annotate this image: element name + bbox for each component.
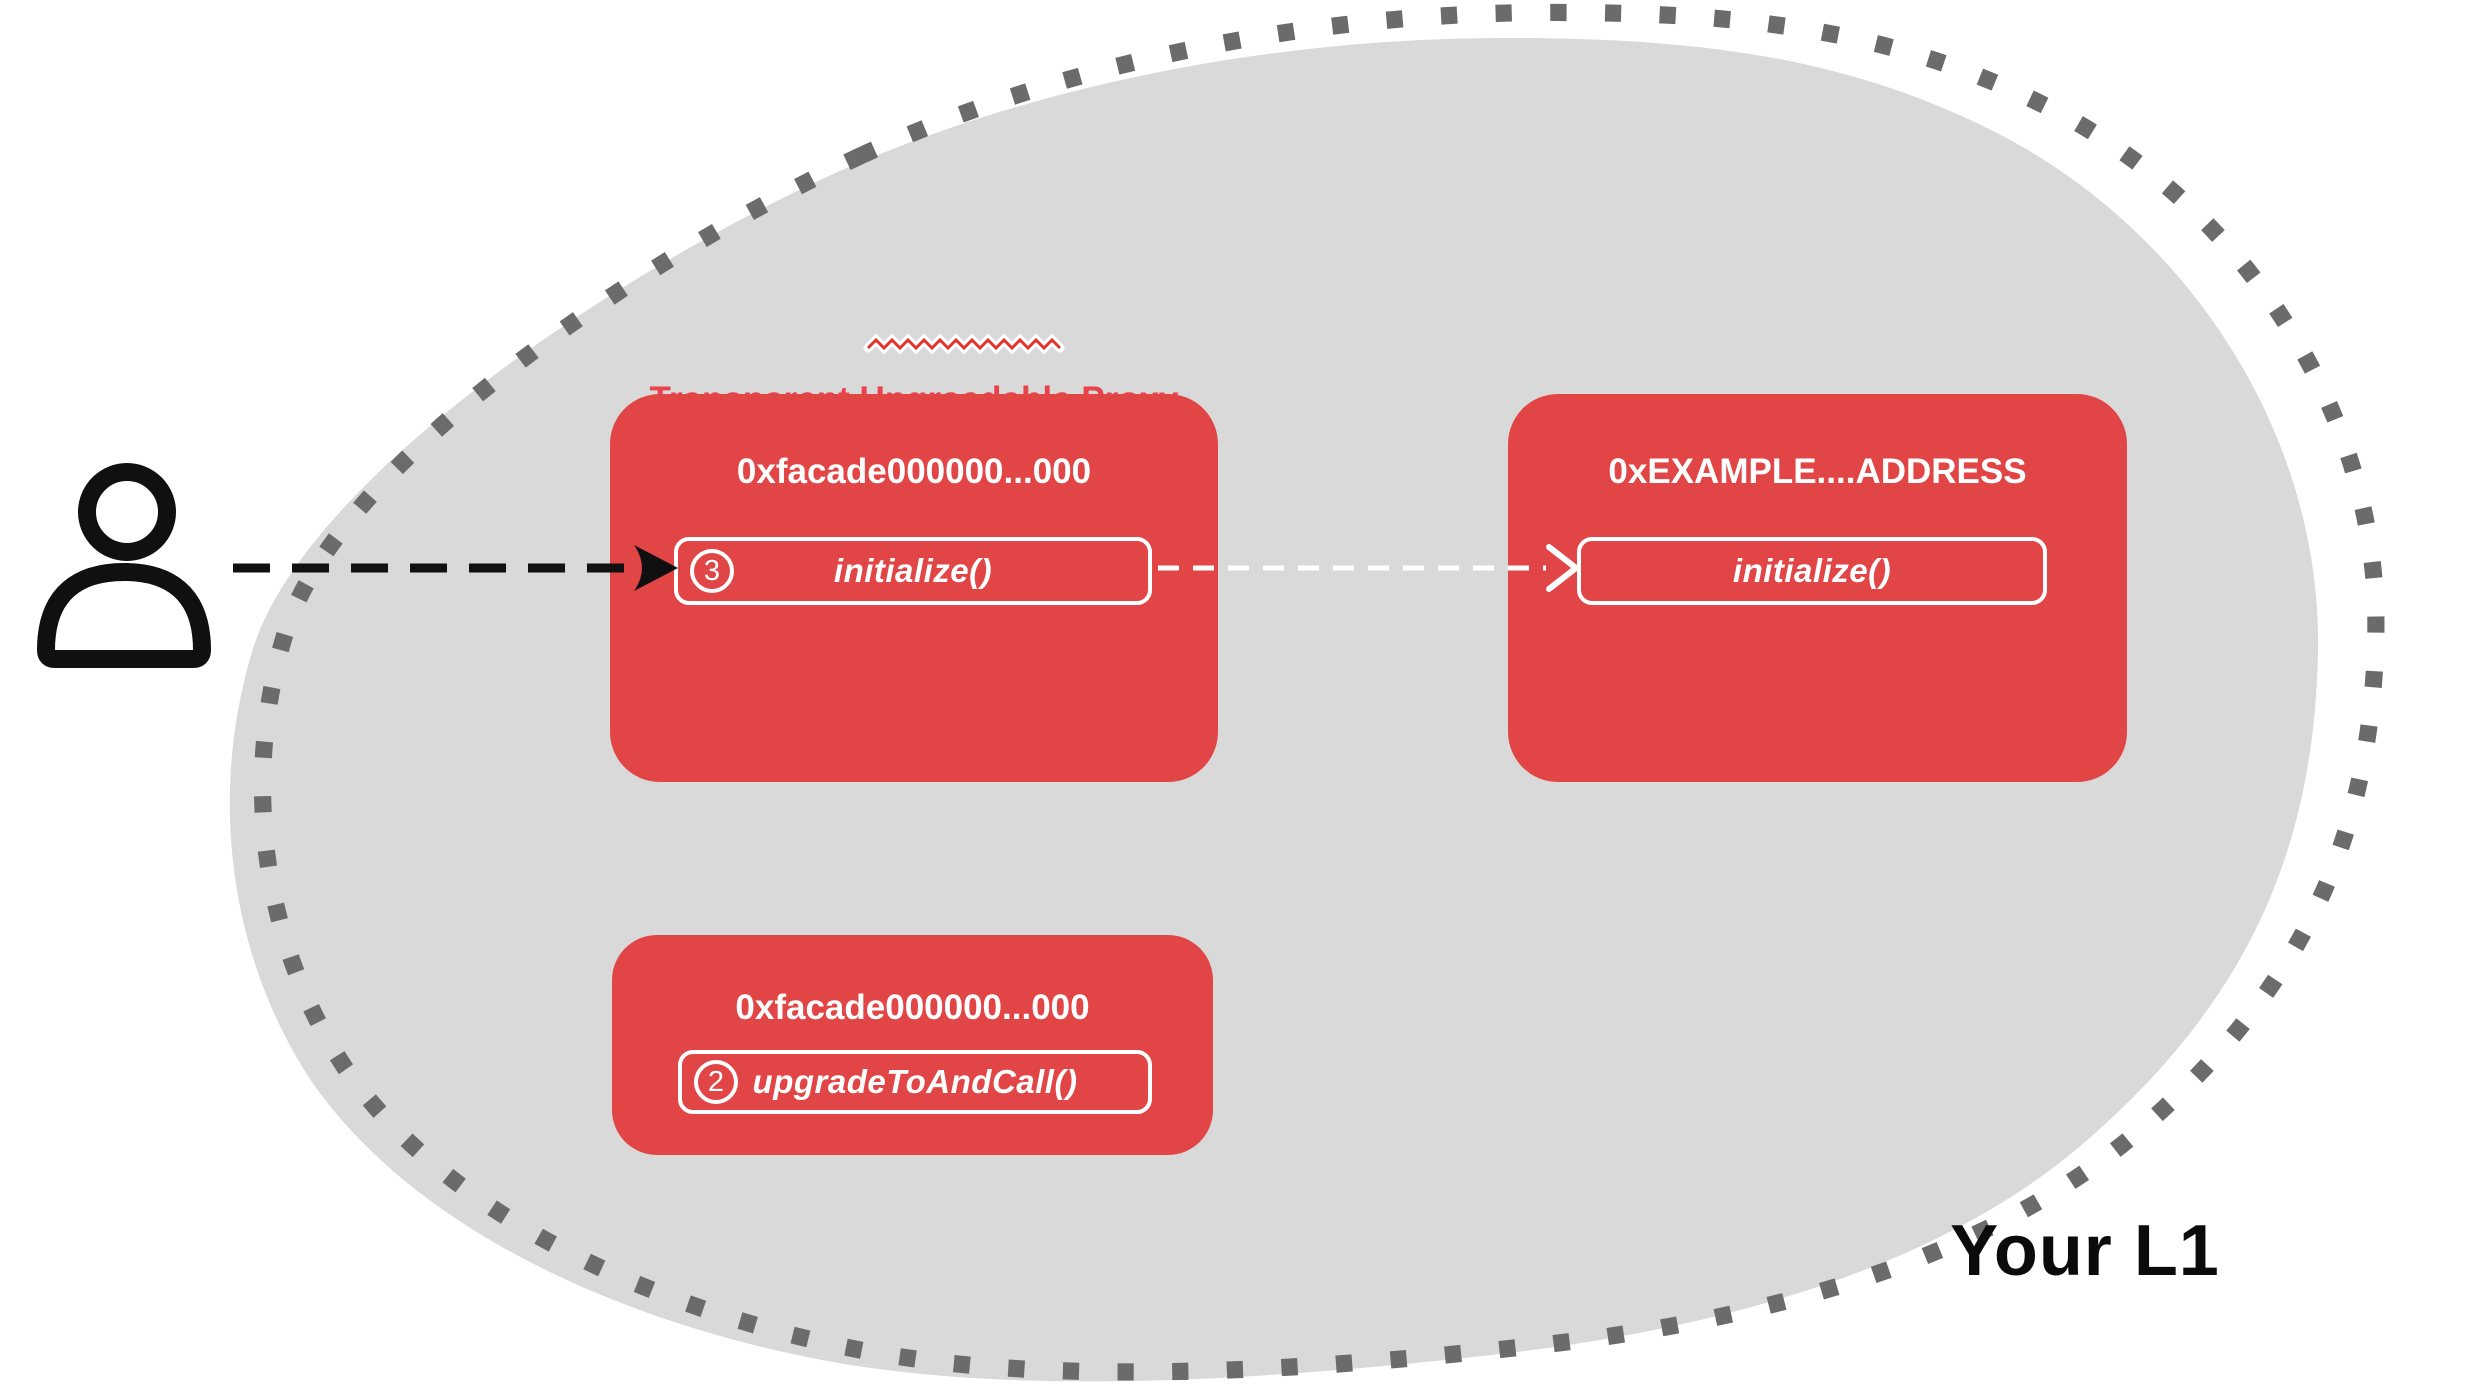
step-2-badge: 2 (694, 1060, 738, 1104)
transparent-proxy-address: 0xfacade000000...000 (736, 452, 1092, 491)
validator-initialize-label: initialize() (1732, 552, 1892, 589)
step-3-badge: 3 (690, 549, 734, 593)
admin-proxy-contract-box: 0xfacade000000...000 2 upgradeToAndCall(… (612, 935, 1213, 1155)
upgrade-to-and-call-button[interactable]: 2 upgradeToAndCall() (678, 1050, 1152, 1114)
validator-manager-address: 0xEXAMPLE....ADDRESS (1608, 452, 2027, 491)
upgrade-to-and-call-label: upgradeToAndCall() (752, 1063, 1078, 1100)
proxy-initialize-label: initialize() (833, 552, 993, 589)
your-l1-label: Your L1 (1950, 1211, 2220, 1291)
proxy-initialize-button[interactable]: 3 initialize() (674, 537, 1152, 605)
validator-initialize-button[interactable]: initialize() (1577, 537, 2047, 605)
validator-manager-contract-box: 0xEXAMPLE....ADDRESS initialize() (1508, 394, 2127, 782)
admin-proxy-address: 0xfacade000000...000 (735, 988, 1090, 1027)
transparent-proxy-contract-box: 0xfacade000000...000 3 initialize() (610, 394, 1218, 782)
